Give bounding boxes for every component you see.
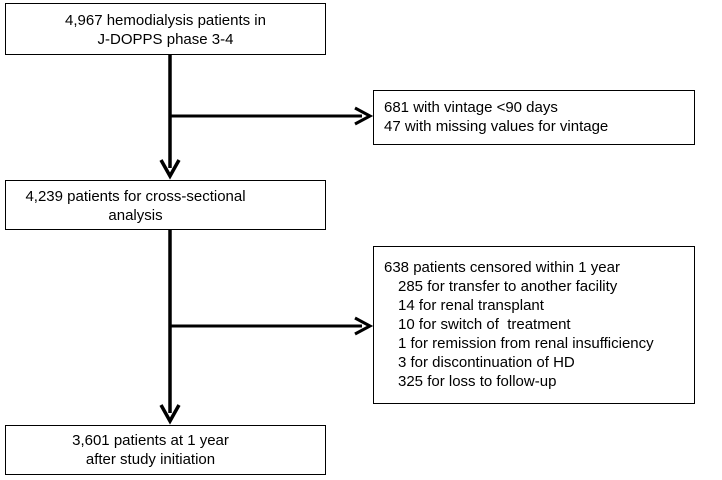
excluded-vintage-line-1: 681 with vintage <90 days [384, 99, 558, 116]
censored-item-discontinuation: 3 for discontinuation of HD [398, 354, 575, 371]
arrowhead-down-2 [159, 404, 181, 425]
box-initial-cohort-line-1: 4,967 hemodialysis patients in [65, 12, 266, 29]
arrowhead-right-1 [354, 106, 374, 126]
cross-sectional-line-1: 4,239 patients for cross-sectional [25, 188, 246, 205]
censored-item-loss: 325 for loss to follow-up [398, 373, 557, 390]
censored-item-transplant: 14 for renal transplant [398, 297, 544, 314]
censored-item-switch: 10 for switch of treatment [398, 316, 571, 333]
one-year-line-2: after study initiation [85, 451, 216, 468]
box-initial-cohort-line-2: J-DOPPS phase 3-4 [97, 31, 234, 48]
censored-item-remission: 1 for remission from renal insufficiency [398, 335, 654, 352]
excluded-vintage-line-2: 47 with missing values for vintage [384, 118, 609, 135]
box-one-year: 3,601 patients at 1 year after study ini… [5, 425, 326, 475]
box-initial-cohort: 4,967 hemodialysis patients in J-DOPPS p… [5, 3, 326, 55]
censored-item-transfer: 285 for transfer to another facility [398, 278, 618, 295]
cross-sectional-line-2: analysis [108, 207, 163, 224]
box-excluded-vintage: 681 with vintage <90 days 47 with missin… [373, 90, 695, 145]
censored-title: 638 patients censored within 1 year [384, 259, 620, 276]
box-cross-sectional: 4,239 patients for cross-sectional analy… [5, 180, 326, 230]
one-year-line-1: 3,601 patients at 1 year [72, 432, 229, 449]
box-censored: 638 patients censored within 1 year 285 … [373, 246, 695, 404]
arrowhead-down-1 [159, 159, 181, 180]
arrowhead-right-2 [354, 316, 374, 336]
